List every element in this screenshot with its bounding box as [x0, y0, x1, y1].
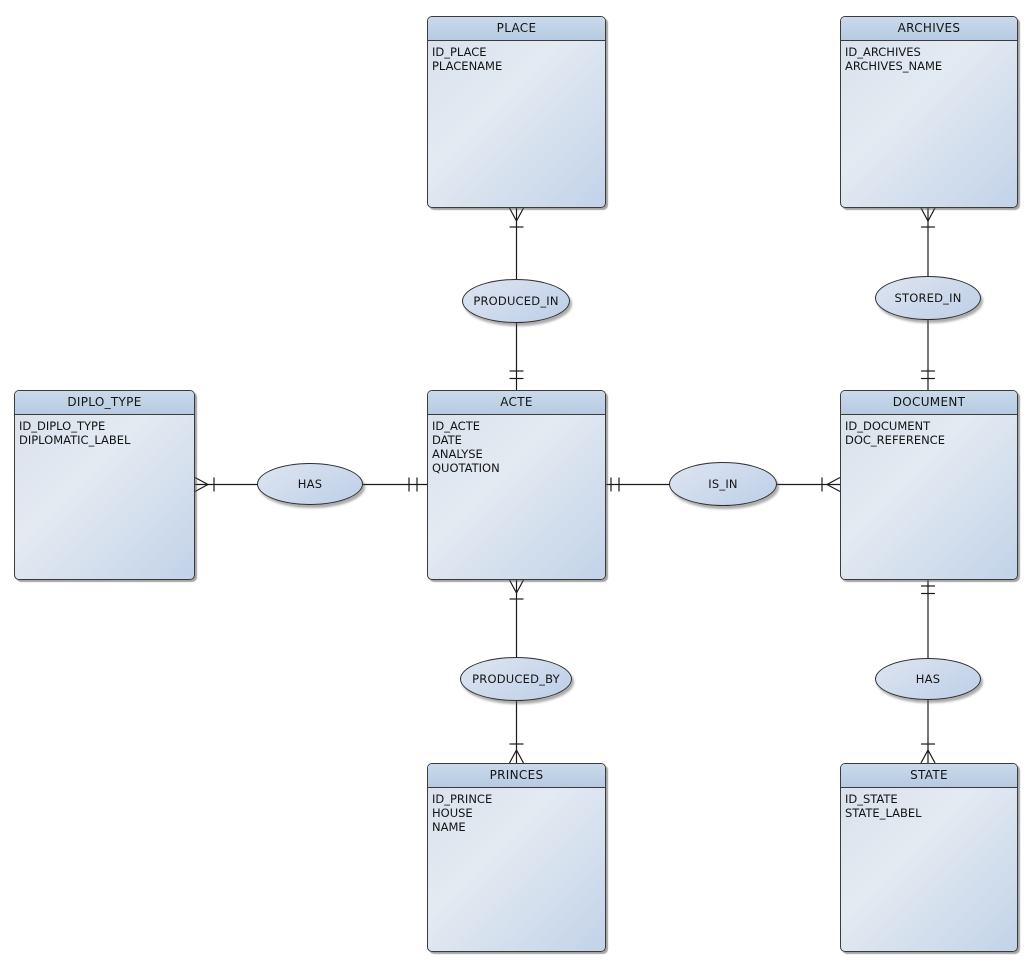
relationship-label: HAS	[915, 672, 941, 686]
attribute: ARCHIVES_NAME	[845, 59, 943, 73]
relationship-label: IS_IN	[708, 477, 738, 491]
entity-archives-attributes: ID_ARCHIVES ARCHIVES_NAME	[841, 41, 1017, 73]
relationship-label: PRODUCED_IN	[473, 294, 559, 308]
entity-diplo-type[interactable]: DIPLO_TYPE ID_DIPLO_TYPE DIPLOMATIC_LABE…	[14, 390, 195, 580]
entity-acte-title: ACTE	[428, 391, 605, 415]
entity-diplo-type-attributes: ID_DIPLO_TYPE DIPLOMATIC_LABEL	[15, 415, 194, 447]
entity-document[interactable]: DOCUMENT ID_DOCUMENT DOC_REFERENCE	[840, 390, 1018, 580]
entity-state-attributes: ID_STATE STATE_LABEL	[841, 788, 1017, 820]
relationship-has-document-state[interactable]: HAS	[875, 658, 981, 700]
entity-place[interactable]: PLACE ID_PLACE PLACENAME	[427, 16, 606, 208]
entity-acte[interactable]: ACTE ID_ACTE DATE ANALYSE QUOTATION	[427, 390, 606, 580]
attribute: QUOTATION	[432, 461, 500, 475]
attribute: ID_PLACE	[432, 45, 487, 59]
entity-diplo-type-title: DIPLO_TYPE	[15, 391, 194, 415]
entity-state[interactable]: STATE ID_STATE STATE_LABEL	[840, 763, 1018, 952]
attribute: ID_DIPLO_TYPE	[19, 419, 106, 433]
attribute: PLACENAME	[432, 59, 503, 73]
relationship-has-diplo-type-acte[interactable]: HAS	[257, 463, 363, 505]
entity-state-title: STATE	[841, 764, 1017, 788]
attribute: ID_STATE	[845, 792, 898, 806]
entity-place-title: PLACE	[428, 17, 605, 41]
attribute: ANALYSE	[432, 447, 483, 461]
relationship-is-in[interactable]: IS_IN	[669, 462, 777, 506]
entity-document-title: DOCUMENT	[841, 391, 1017, 415]
entity-acte-attributes: ID_ACTE DATE ANALYSE QUOTATION	[428, 415, 605, 475]
attribute: STATE_LABEL	[845, 806, 922, 820]
relationship-stored-in[interactable]: STORED_IN	[875, 276, 981, 320]
entity-princes[interactable]: PRINCES ID_PRINCE HOUSE NAME	[427, 763, 606, 952]
attribute: ID_PRINCE	[432, 792, 493, 806]
attribute: ID_ARCHIVES	[845, 45, 921, 59]
attribute: DOC_REFERENCE	[845, 433, 945, 447]
attribute: ID_ACTE	[432, 419, 480, 433]
attribute: ID_DOCUMENT	[845, 419, 931, 433]
entity-place-attributes: ID_PLACE PLACENAME	[428, 41, 605, 73]
relationship-label: STORED_IN	[894, 291, 962, 305]
entity-archives[interactable]: ARCHIVES ID_ARCHIVES ARCHIVES_NAME	[840, 16, 1018, 208]
attribute: DATE	[432, 433, 462, 447]
entity-document-attributes: ID_DOCUMENT DOC_REFERENCE	[841, 415, 1017, 447]
attribute: NAME	[432, 820, 466, 834]
entity-princes-attributes: ID_PRINCE HOUSE NAME	[428, 788, 605, 834]
relationship-label: PRODUCED_BY	[472, 672, 560, 686]
entity-princes-title: PRINCES	[428, 764, 605, 788]
attribute: HOUSE	[432, 806, 473, 820]
relationship-label: HAS	[297, 477, 323, 491]
relationship-produced-by[interactable]: PRODUCED_BY	[460, 657, 572, 701]
entity-archives-title: ARCHIVES	[841, 17, 1017, 41]
relationship-produced-in[interactable]: PRODUCED_IN	[462, 279, 570, 323]
attribute: DIPLOMATIC_LABEL	[19, 433, 131, 447]
